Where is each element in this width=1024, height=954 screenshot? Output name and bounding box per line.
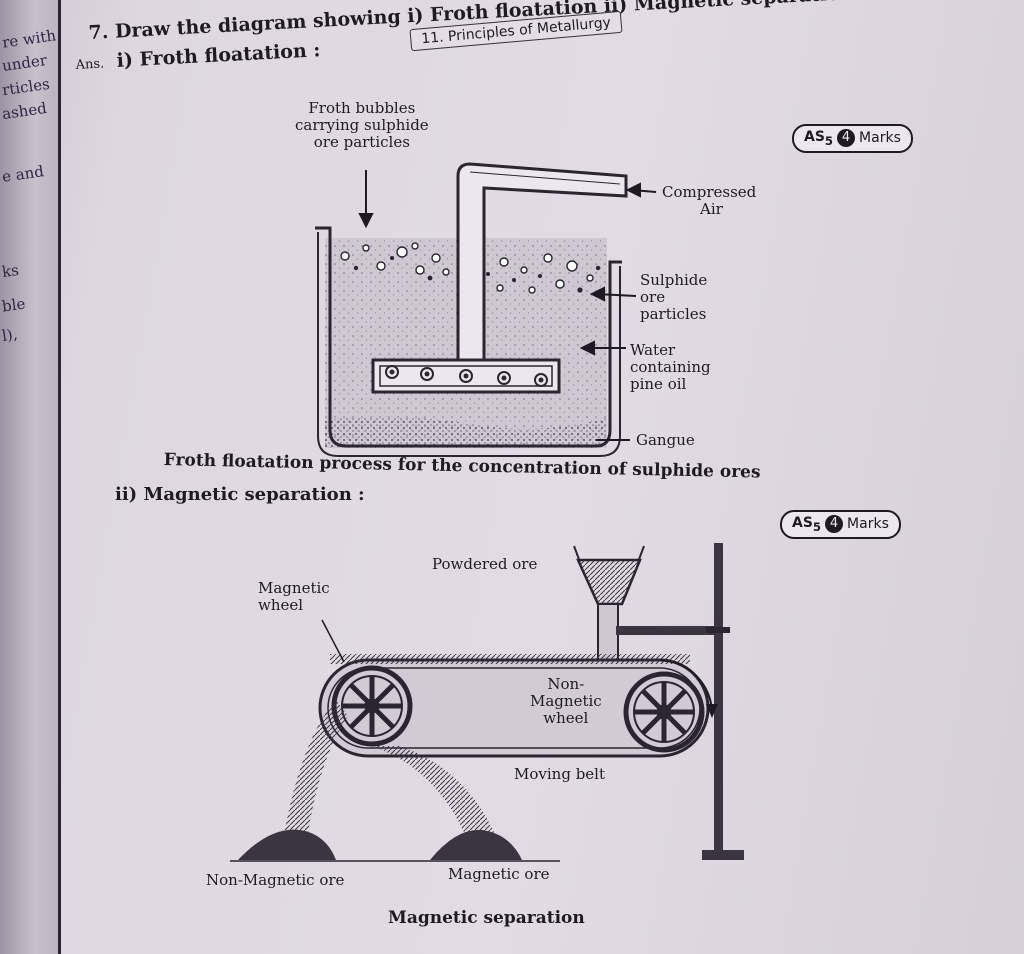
- magnetic-caption: Magnetic separation: [388, 908, 585, 928]
- stand-pole: [714, 543, 723, 855]
- gangue-label: Gangue: [636, 431, 695, 449]
- badge-word: Marks: [847, 516, 889, 533]
- badge-code: AS5: [804, 129, 834, 148]
- magnetic-ore-label: Magnetic ore: [448, 865, 550, 883]
- powdered-ore-label: Powdered ore: [432, 555, 538, 573]
- hopper-lip: [573, 545, 645, 563]
- gangue-layer: [325, 416, 607, 448]
- non-magnetic-stream: [282, 700, 348, 846]
- hopper: [576, 558, 642, 606]
- magnetic-wheel: [331, 665, 413, 747]
- part2-heading: ii) Magnetic separation :: [115, 484, 365, 505]
- badge-code: AS5: [792, 515, 822, 534]
- magnetic-wheel-label: Magnetic wheel: [258, 579, 330, 614]
- rotation-arrow-head: [706, 704, 718, 718]
- magnetic-pile: [430, 829, 522, 860]
- badge-number: 4: [825, 515, 844, 534]
- pipe-inner-line: [469, 171, 621, 185]
- badge-number: 4: [837, 129, 856, 148]
- badge-word: Marks: [859, 130, 901, 147]
- distributor-inner: [379, 365, 553, 387]
- hopper-chute: [597, 603, 619, 661]
- non-magnetic-pile: [238, 829, 336, 860]
- tank-outline: [315, 226, 622, 448]
- moving-belt-label: Moving belt: [514, 765, 605, 783]
- distributor-holes: [385, 365, 548, 387]
- rotation-arrow: [659, 659, 713, 713]
- sulphide-particles: [353, 256, 601, 293]
- non-magnetic-ore-label: Non-Magnetic ore: [206, 871, 345, 889]
- compressed-air-label: Compressed Air: [662, 183, 757, 218]
- label-arrows: [358, 170, 657, 441]
- sulphide-particles-label: Sulphide ore particles: [640, 271, 708, 323]
- distributor-hole-centers: [389, 369, 544, 383]
- water-label: Water containing pine oil: [630, 341, 711, 393]
- stand-arm: [616, 626, 716, 635]
- adjacent-page-margin: re with under rticles ashed e and ks ble…: [0, 0, 61, 954]
- marks-badge: AS5 4 Marks: [780, 510, 901, 539]
- marks-badge: AS5 4 Marks: [792, 124, 913, 153]
- non-magnetic-wheel: [623, 671, 705, 753]
- froth-bubbles: [340, 242, 594, 294]
- non-magnetic-wheel-label: Non- Magnetic wheel: [530, 675, 602, 727]
- ore-on-belt: [330, 654, 690, 664]
- stand-base: [702, 850, 744, 860]
- magnetic-wheel-pointer: [321, 619, 345, 663]
- froth-bubbles-label: Froth bubbles carrying sulphide ore part…: [295, 99, 429, 151]
- magnetic-stream: [372, 746, 500, 846]
- tank-outer-wall: [317, 232, 621, 457]
